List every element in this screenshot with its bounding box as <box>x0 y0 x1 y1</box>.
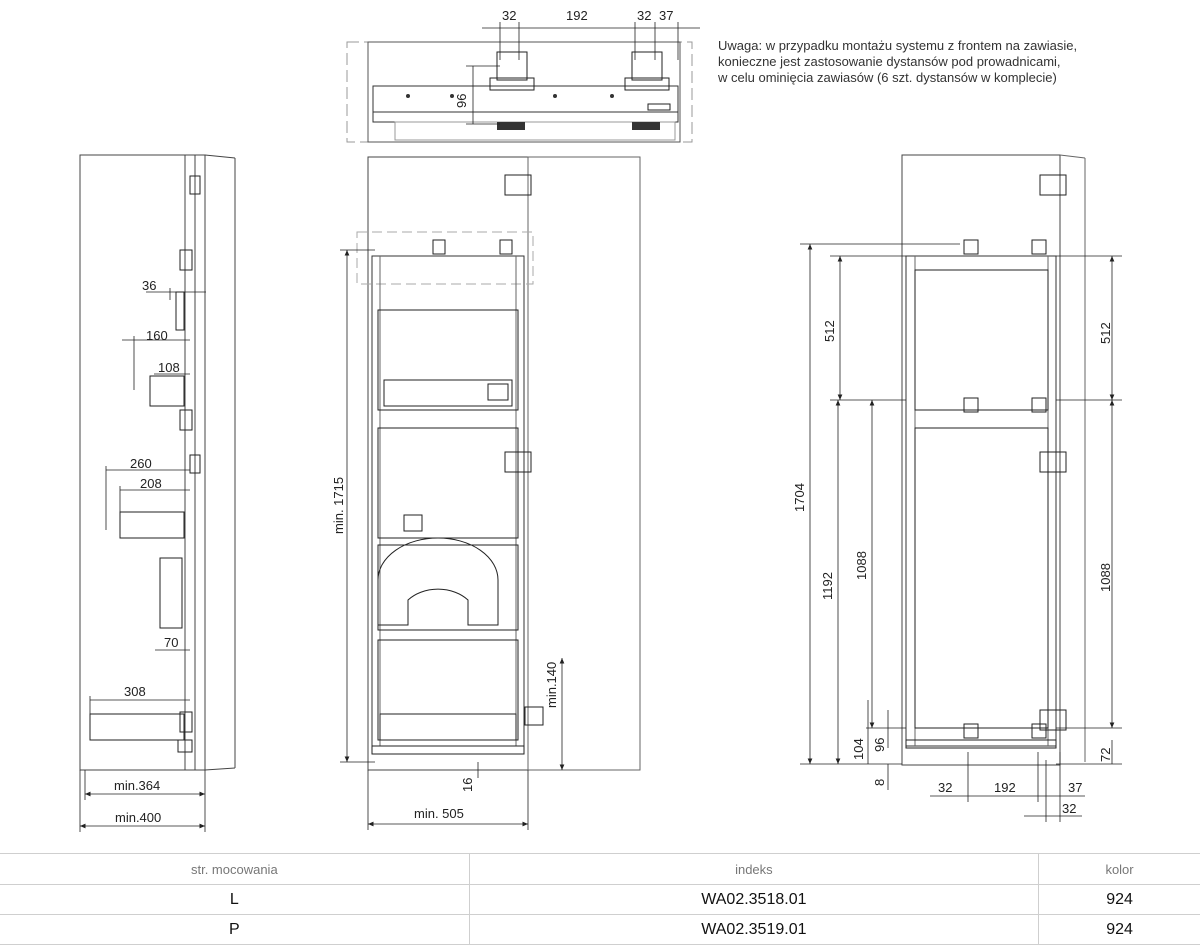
cell-mounting-side: L <box>0 884 470 915</box>
header-index: indeks <box>468 853 1039 885</box>
right-dim-192: 192 <box>994 780 1016 795</box>
left-dim-160: 160 <box>146 328 168 343</box>
middle-dim-min505: min. 505 <box>414 806 464 821</box>
spec-table: str. mocowania indeks kolor L WA02.3518.… <box>0 853 1200 945</box>
table-row: L WA02.3518.01 924 <box>0 884 1200 915</box>
top-dim-37: 37 <box>659 8 673 23</box>
note-line: w celu ominięcia zawiasów (6 szt. dystan… <box>718 70 1057 85</box>
right-front-view <box>800 154 1122 822</box>
right-dim-1704: 1704 <box>792 483 807 512</box>
left-dim-min364: min.364 <box>114 778 160 793</box>
cell-index: WA02.3518.01 <box>468 884 1039 915</box>
left-dim-36: 36 <box>142 278 156 293</box>
cell-color: 924 <box>1038 914 1200 945</box>
left-dim-70: 70 <box>164 635 178 650</box>
right-dim-72: 72 <box>1098 748 1113 762</box>
table-row: P WA02.3519.01 924 <box>0 914 1200 945</box>
note-line: konieczne jest zastosowanie dystansów po… <box>718 54 1061 69</box>
right-dim-1192: 1192 <box>820 572 835 600</box>
top-dim-32b: 32 <box>637 8 651 23</box>
right-dim-32b: 32 <box>1062 801 1076 816</box>
left-dim-260: 260 <box>130 456 152 471</box>
right-dim-37: 37 <box>1068 780 1082 795</box>
right-dim-512a: 512 <box>822 320 837 342</box>
left-side-view <box>79 154 236 832</box>
header-mounting-side: str. mocowania <box>0 853 470 885</box>
left-dim-208: 208 <box>140 476 162 491</box>
top-dim-192: 192 <box>566 8 588 23</box>
left-dim-308: 308 <box>124 684 146 699</box>
header-color: kolor <box>1038 853 1200 885</box>
right-dim-8: 8 <box>872 779 887 786</box>
cell-color: 924 <box>1038 884 1200 915</box>
spec-table-header: str. mocowania indeks kolor <box>0 853 1200 885</box>
right-dim-104: 104 <box>851 738 866 760</box>
top-dim-32a: 32 <box>502 8 516 23</box>
right-dim-96: 96 <box>872 738 887 752</box>
right-dim-512b: 512 <box>1098 322 1113 344</box>
middle-dim-min1715: min. 1715 <box>331 477 346 534</box>
right-dim-1088a: 1088 <box>854 551 869 580</box>
cell-mounting-side: P <box>0 914 470 945</box>
top-dim-96: 96 <box>454 94 469 108</box>
left-dim-108: 108 <box>158 360 180 375</box>
left-dim-min400: min.400 <box>115 810 161 825</box>
mounting-note: Uwaga: w przypadku montażu systemu z fro… <box>718 38 1138 86</box>
note-line: Uwaga: w przypadku montażu systemu z fro… <box>718 38 1078 53</box>
middle-dim-16: 16 <box>460 778 475 792</box>
technical-drawing: 32 192 32 37 96 <box>79 8 1122 832</box>
right-dim-32a: 32 <box>938 780 952 795</box>
top-detail-view <box>346 22 700 143</box>
middle-dim-min140: min.140 <box>544 662 559 708</box>
cell-index: WA02.3519.01 <box>468 914 1039 945</box>
middle-front-view <box>340 156 641 830</box>
right-dim-1088b: 1088 <box>1098 563 1113 592</box>
